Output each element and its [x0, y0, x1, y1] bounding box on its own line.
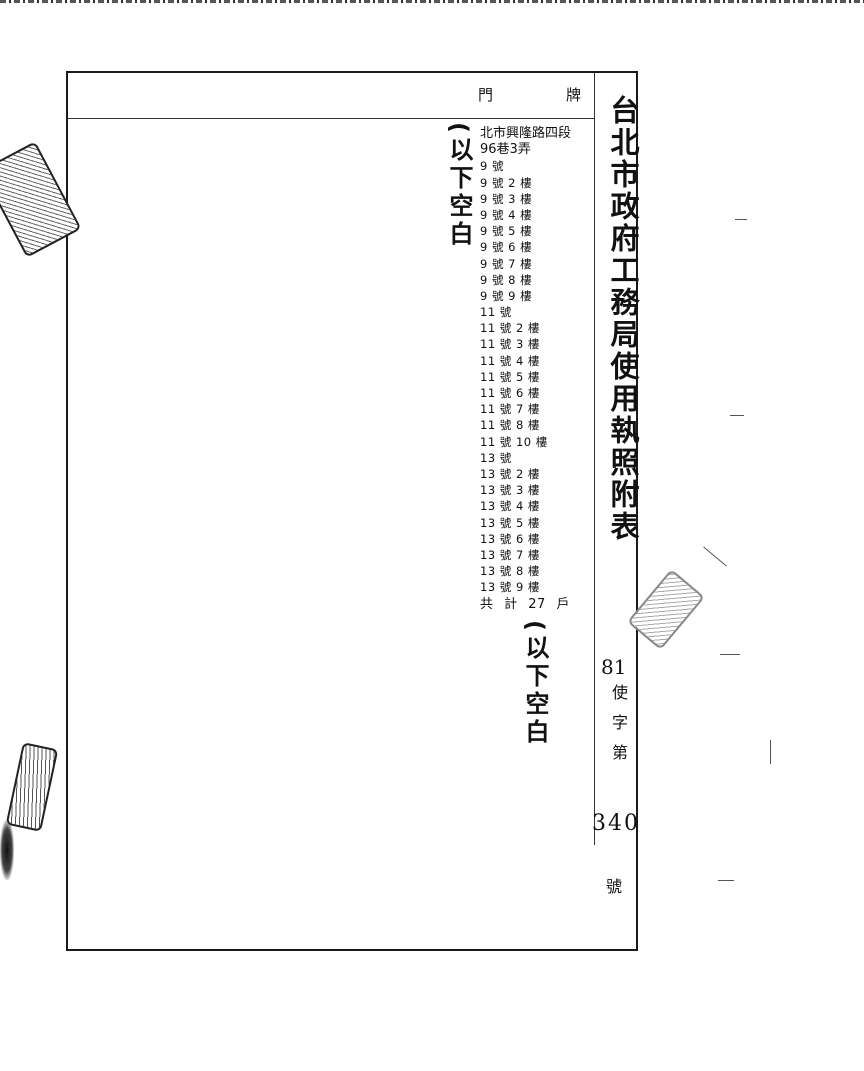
address-entry: 9 號 2 樓 — [480, 175, 533, 190]
address-entry: 13 號 7 樓 — [480, 547, 540, 562]
scan-mark — [730, 415, 744, 416]
address-entry: 9 號 4 樓 — [480, 207, 533, 222]
address-street: 北市興隆路四段 — [480, 126, 572, 141]
address-entry: 9 號 5 樓 — [480, 224, 533, 239]
scan-mark — [770, 740, 771, 764]
scan-mark — [703, 546, 727, 567]
address-entry: 13 號 8 樓 — [480, 564, 540, 579]
scan-smudge — [0, 820, 14, 880]
address-lane: 96巷3弄 — [480, 142, 531, 158]
address-entry: 11 號 2 樓 — [480, 321, 540, 336]
address-entry: 9 號 7 樓 — [480, 256, 533, 271]
address-entry: 11 號 8 樓 — [480, 418, 540, 433]
address-entry: 9 號 9 樓 — [480, 288, 533, 303]
scan-mark — [718, 880, 734, 881]
address-entry: 13 號 3 樓 — [480, 483, 540, 498]
address-entry: 9 號 3 樓 — [480, 191, 533, 206]
address-entry: 13 號 4 樓 — [480, 499, 540, 514]
address-entry: 11 號 4 樓 — [480, 353, 540, 368]
address-entry: 9 號 — [480, 159, 504, 174]
document-frame — [66, 71, 638, 951]
address-entry: 11 號 3 樓 — [480, 337, 540, 352]
address-entry: 13 號 — [480, 450, 512, 465]
address-entry: 11 號 — [480, 305, 512, 320]
blank-remark-lower: (以下空白 — [521, 620, 549, 747]
address-entry: 13 號 9 樓 — [480, 580, 540, 595]
title-column-divider — [594, 73, 595, 845]
scan-top-edge — [0, 0, 864, 3]
document-title: 台北市政府工務局使用執照附表 — [606, 95, 640, 543]
address-entry: 11 號 10 樓 — [480, 434, 548, 449]
header-divider — [68, 118, 594, 119]
address-entry: 9 號 6 樓 — [480, 240, 533, 255]
header-label-plate: 牌 — [566, 86, 582, 104]
address-entry: 13 號 2 樓 — [480, 466, 540, 481]
address-entry: 13 號 5 樓 — [480, 515, 540, 530]
address-entry: 13 號 6 樓 — [480, 531, 540, 546]
address-entry: 9 號 8 樓 — [480, 272, 533, 287]
address-entry: 11 號 5 樓 — [480, 369, 540, 384]
seal-stamp-icon — [626, 568, 706, 651]
header-label-door: 門 — [478, 86, 494, 104]
permit-year: 81 — [601, 655, 627, 679]
address-entry: 11 號 6 樓 — [480, 386, 540, 400]
permit-kind: 使字第 — [609, 684, 628, 774]
permit-number: 340 — [592, 811, 640, 836]
seal-stamp-icon — [5, 742, 59, 832]
address-entry: 11 號 7 樓 — [480, 402, 540, 417]
scan-mark — [735, 219, 747, 220]
scan-mark — [720, 654, 740, 655]
permit-suffix: 號 — [606, 877, 623, 896]
address-total: 共 計 27 戶 — [480, 597, 570, 613]
blank-remark-upper: (以下空白 — [445, 122, 473, 249]
